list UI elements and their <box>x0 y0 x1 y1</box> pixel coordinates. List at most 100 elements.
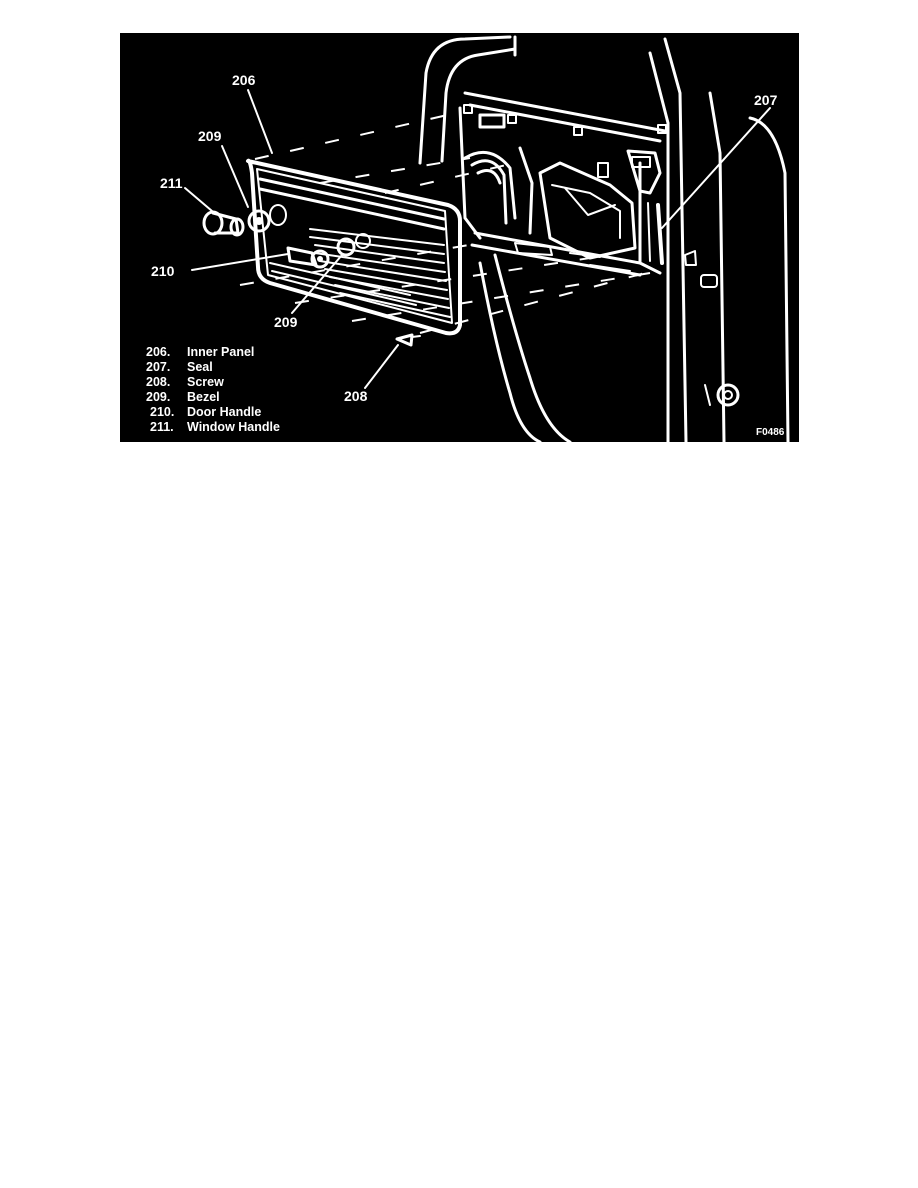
door-rail-lower <box>470 243 642 277</box>
bezel-upper-ring <box>247 209 271 233</box>
legend-num-209: 209. <box>146 390 170 404</box>
callout-206: 206 <box>232 72 256 88</box>
panel-clip-hole-2 <box>507 114 517 124</box>
diagram-svg: 206 207 208 209 209 210 211 206. Inner P… <box>146 35 790 442</box>
leader-208 <box>364 344 399 389</box>
bezel-lower-ring <box>336 237 356 257</box>
body-pillar-right <box>748 116 790 442</box>
inner-panel-border <box>256 168 453 324</box>
screw-body <box>395 333 414 347</box>
lock-cylinder <box>631 156 651 168</box>
legend-num-207: 207. <box>146 360 170 374</box>
lock-rod-1 <box>463 150 517 220</box>
door-rail-tab-2 <box>569 252 601 258</box>
legend-num-211: 211. <box>150 420 174 434</box>
leader-210 <box>191 253 289 271</box>
alignment-line-7 <box>419 272 646 334</box>
bezel-upper <box>247 204 287 233</box>
legend-num-208: 208. <box>146 375 170 389</box>
lock-rod-4 <box>518 146 534 235</box>
lock-cylinder-bracket <box>626 149 662 195</box>
door-frame-right-outer <box>663 37 688 442</box>
door-handle-center <box>317 256 323 262</box>
alignment-line-1 <box>254 110 466 160</box>
leader-209-lower <box>291 254 343 314</box>
leader-206 <box>247 89 273 154</box>
bezel-lower <box>336 233 371 257</box>
leader-211 <box>184 187 213 212</box>
legend-label-208: Screw <box>187 375 224 389</box>
door-panel-diagram: 206 207 208 209 209 210 211 206. Inner P… <box>120 33 799 442</box>
latch-housing <box>538 161 637 260</box>
screw <box>395 333 421 347</box>
panel-trim-1 <box>258 177 446 221</box>
callout-209-lower: 209 <box>274 314 298 330</box>
panel-clip-hole-1 <box>463 104 473 114</box>
inner-panel-outline <box>246 158 462 336</box>
window-handle <box>202 210 245 237</box>
door-frame-right-inner <box>648 51 670 442</box>
callout-211: 211 <box>160 175 183 191</box>
legend-label-206: Inner Panel <box>187 345 254 359</box>
bezel-upper-mount <box>269 204 287 226</box>
bezel-lower-mount <box>355 233 371 249</box>
legend-num-206: 206. <box>146 345 170 359</box>
seal-strip <box>656 203 664 265</box>
callout-210: 210 <box>151 263 175 279</box>
alignment-line-2 <box>319 157 471 184</box>
door-inner-curve-inner <box>493 253 572 442</box>
door-rail-upper <box>473 231 642 265</box>
legend-label-207: Seal <box>187 360 213 374</box>
legend-label-211: Window Handle <box>187 420 280 434</box>
latch-clip <box>597 162 609 178</box>
leader-207 <box>661 107 771 229</box>
alignment-line-3 <box>384 162 516 194</box>
door-inner-left-edge <box>458 106 482 240</box>
latch-housing-inner <box>551 184 621 239</box>
figure-code: F0486 <box>756 427 785 438</box>
door-frame-inner-left <box>440 47 517 163</box>
door-handle <box>286 246 330 269</box>
leader-209-upper <box>221 145 249 208</box>
leader-lines <box>184 89 771 389</box>
legend-label-209: Bezel <box>187 390 220 404</box>
panel-clip-hole-3 <box>573 126 583 136</box>
window-handle-arm <box>211 211 240 235</box>
door-rail-tab-1 <box>514 242 553 256</box>
screw-tip <box>411 335 421 338</box>
door-window-sill-inner <box>468 103 662 143</box>
door-frame <box>418 35 790 442</box>
alignment-line-5 <box>294 257 591 304</box>
panel-ribs <box>269 228 451 318</box>
body-pillar-left <box>708 91 726 442</box>
panel-trim-2 <box>258 187 446 231</box>
alignment-line-6 <box>351 272 651 322</box>
door-latch-striker <box>684 250 697 266</box>
door-handle-hub <box>310 249 330 269</box>
panel-clip-hole-4 <box>657 124 667 134</box>
lock-rod-2 <box>470 159 508 225</box>
door-inner-structure <box>458 104 667 442</box>
door-rail-tab-3 <box>589 264 631 272</box>
callout-209-upper: 209 <box>198 128 222 144</box>
legend: 206. Inner Panel 207. Seal 208. Screw 20… <box>146 345 280 434</box>
alignment-lines <box>239 110 651 334</box>
door-lock-bracket <box>478 113 506 129</box>
lock-rod-3 <box>476 169 502 185</box>
door-inner-curve-outer <box>478 261 542 442</box>
door-window-sill <box>463 91 667 133</box>
inner-panel <box>246 158 462 336</box>
legend-label-210: Door Handle <box>187 405 261 419</box>
alignment-line-4 <box>239 242 481 286</box>
bezel-upper-center <box>255 217 263 225</box>
window-handle-hub <box>229 217 245 237</box>
door-bumper-mount <box>704 384 711 406</box>
latch-arm <box>564 187 616 216</box>
seal-strip-inner <box>647 202 651 262</box>
callout-207: 207 <box>754 92 778 108</box>
door-bumper-center <box>723 390 733 400</box>
callout-208: 208 <box>344 388 368 404</box>
door-latch-slot <box>700 274 718 288</box>
door-bumper <box>716 383 740 407</box>
door-frame-outer-left <box>418 35 512 165</box>
